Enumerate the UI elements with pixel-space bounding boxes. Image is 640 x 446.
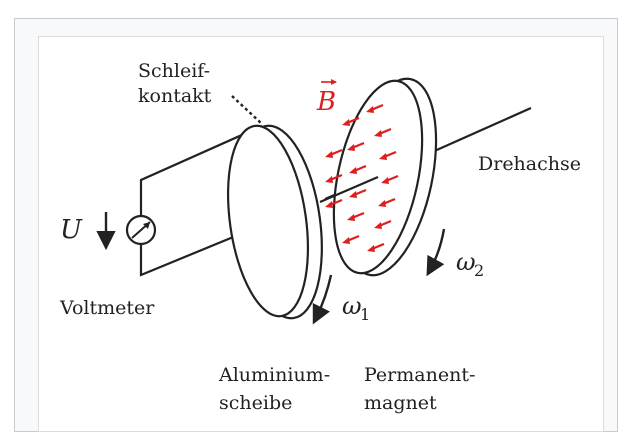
svg-text:ω: ω [456, 248, 476, 276]
circuit-wires [139, 124, 273, 277]
aluminium-disk [226, 124, 323, 320]
magnetic-field-label: B [316, 79, 337, 117]
aluminium-disk-label-line1: Aluminium- [218, 364, 330, 386]
field-arrow-icon [349, 191, 357, 198]
field-arrows [325, 103, 399, 252]
voltmeter-label: Voltmeter [59, 297, 155, 319]
sliding-contact-label-line1: Schleif- [138, 60, 210, 82]
field-arrow-icon [325, 176, 333, 183]
field-arrow-icon [381, 177, 389, 184]
permanent-magnet-label-line1: Permanent- [364, 364, 475, 386]
omega2-label: ω 2 [456, 248, 484, 280]
aluminium-disk-label-line2: scheibe [219, 392, 292, 414]
svg-text:2: 2 [474, 261, 484, 280]
rotation-axis-front [319, 175, 379, 204]
sliding-contact-label-line2: kontakt [138, 85, 212, 107]
field-arrow-icon [367, 245, 375, 252]
field-arrow-icon [342, 119, 350, 126]
omega1-rotation-arrow [312, 274, 333, 325]
field-arrow-icon [347, 214, 355, 221]
field-arrow-icon [374, 222, 382, 229]
field-arrow-icon [347, 144, 355, 151]
axis-label: Drehachse [478, 153, 581, 175]
field-arrow-icon [374, 130, 382, 137]
field-arrow-icon [379, 153, 387, 160]
omega2-rotation-arrow [426, 228, 446, 277]
omega1-label: ω 1 [342, 292, 370, 324]
svg-text:B: B [316, 87, 336, 117]
field-arrow-icon [342, 237, 350, 244]
voltage-label: U [60, 215, 83, 245]
permanent-magnet-label-line2: magnet [364, 392, 437, 414]
field-arrow-icon [378, 200, 386, 207]
field-arrow-icon [366, 106, 374, 113]
field-vector-arrow-icon [321, 79, 337, 85]
field-arrow-icon [349, 167, 357, 174]
sliding-contact-pointer [231, 95, 263, 125]
svg-text:1: 1 [360, 305, 370, 324]
field-arrow-icon [325, 201, 333, 208]
svg-text:ω: ω [342, 292, 362, 320]
voltmeter-icon [125, 214, 157, 246]
field-arrow-icon [325, 151, 333, 158]
